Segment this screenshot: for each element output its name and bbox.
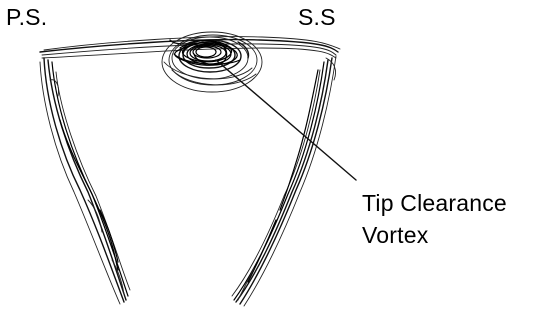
suction-side-label: S.S [298,6,336,29]
suction-side-contours [232,56,336,306]
pressure-side-contours [40,58,130,304]
vortex-label-line1: Tip Clearance [362,192,507,215]
pressure-side-label: P.S. [6,6,47,29]
vortex-label-line2: Vortex [362,224,428,247]
vortex-core [162,32,262,92]
